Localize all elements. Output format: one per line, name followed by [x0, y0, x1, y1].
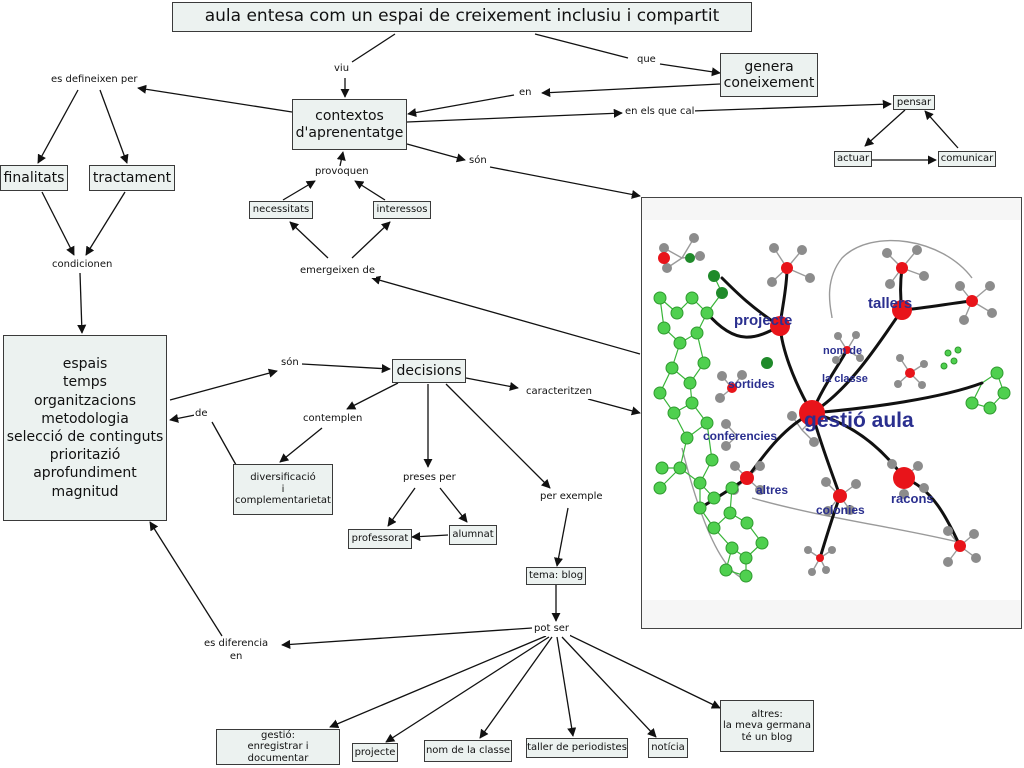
concept-finalitats: finalitats — [0, 165, 68, 191]
concept-actuar: actuar — [834, 151, 872, 167]
link-caracteritzen: caracteritzen — [525, 386, 593, 399]
net-label-gestio-aula: gestió aula — [804, 409, 914, 432]
link-en: en — [518, 87, 533, 100]
link-de: de — [194, 408, 209, 421]
net-label-racons: racons — [891, 491, 934, 506]
link-en-els-que-cal: en els que cal — [624, 106, 696, 119]
link-contemplen: contemplen — [302, 413, 364, 426]
net-label-nom-de: nom de — [823, 345, 862, 357]
concept-projecte: projecte — [352, 743, 398, 762]
concept-genera-coneixement: genera coneixement — [720, 53, 818, 97]
concept-interessos: interessos — [373, 201, 431, 219]
net-label-tallers: tallers — [868, 295, 912, 312]
concept-nom-classe: nom de la classe — [424, 740, 512, 762]
classroom-network-image: projecte tallers nom de la classe sortid… — [641, 197, 1022, 629]
network-graph: projecte tallers nom de la classe sortid… — [642, 220, 1021, 600]
concept-espais-list: espais temps organitzacions metodologia … — [3, 335, 167, 521]
concept-altres-blog: altres: la meva germana té un blog — [720, 700, 814, 752]
concept-alumnat: alumnat — [449, 525, 497, 545]
concept-professorat: professorat — [348, 529, 412, 549]
link-son-decisions: són — [280, 357, 300, 370]
link-que: que — [636, 54, 657, 67]
link-provoquen: provoquen — [314, 166, 370, 179]
concept-taller-periodistes: taller de periodistes — [526, 738, 628, 758]
link-per-exemple: per exemple — [539, 491, 604, 504]
net-label-colonies: colonies — [816, 503, 865, 517]
link-emergeixen: emergeixen de — [299, 265, 377, 278]
net-label-sortides: sortides — [728, 377, 775, 391]
net-label-altres: altres — [756, 483, 788, 497]
concept-gestio: gestió: enregistrar i documentar — [216, 729, 340, 765]
concept-diversificacio: diversificació i complementarietat — [233, 464, 333, 515]
concept-noticia: notícia — [648, 738, 688, 758]
concept-decisions: decisions — [392, 359, 466, 383]
concept-comunicar: comunicar — [938, 151, 996, 167]
net-label-conferencies: conferencies — [703, 429, 777, 443]
link-son-network: són — [468, 155, 488, 168]
link-condicionen: condicionen — [51, 259, 114, 272]
link-pot-ser: pot ser — [533, 623, 571, 636]
link-es-defineixen: es defineixen per — [50, 74, 139, 87]
main-title: aula entesa com un espai de creixement i… — [172, 2, 752, 32]
concept-necessitats: necessitats — [249, 201, 313, 219]
link-es-diferencia: es diferencia en — [203, 638, 270, 663]
concept-tema-blog: tema: blog — [526, 567, 586, 585]
concept-contextos: contextos d'aprenentatge — [292, 99, 407, 150]
concept-tractament: tractament — [89, 165, 175, 191]
link-viu: viu — [333, 63, 351, 76]
net-label-la-classe: la classe — [822, 373, 868, 385]
concept-pensar: pensar — [893, 95, 935, 110]
net-label-projecte: projecte — [734, 312, 792, 329]
link-preses-per: preses per — [402, 472, 457, 485]
